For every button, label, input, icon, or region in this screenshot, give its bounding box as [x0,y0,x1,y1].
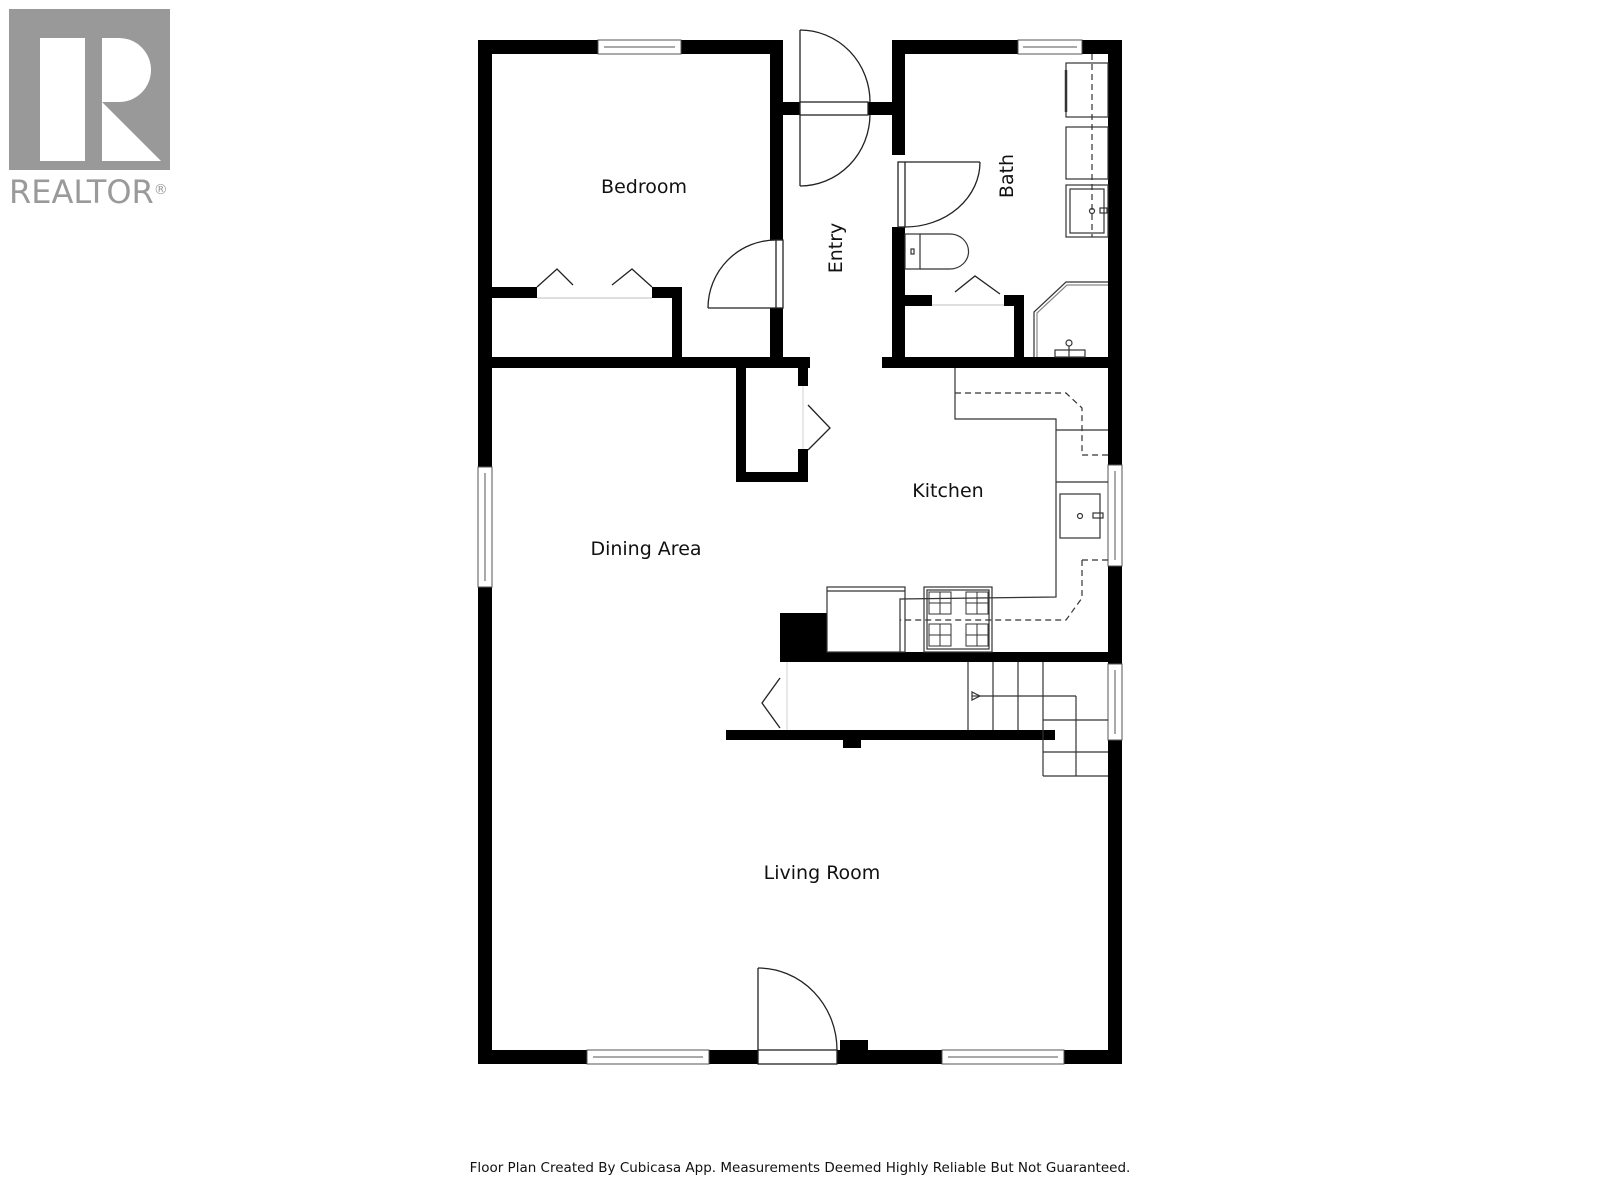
room-label-kitchen: Kitchen [912,480,983,502]
room-label-bedroom: Bedroom [601,176,687,198]
bath-fixtures [904,54,1109,358]
toilet-icon [904,233,970,270]
front-door-icon [757,967,838,1065]
stair-closet-door-icon [761,662,788,730]
entry-door-icon [799,29,871,187]
stairs [967,662,1108,777]
shower-icon [1033,281,1108,358]
bedroom-closet-door-icon [536,268,653,299]
refrigerator-icon [826,586,906,653]
walls [478,40,1122,1064]
bath-closet-door-icon [932,275,1004,306]
realtor-logo-mark [9,9,170,170]
pantry-door-icon [802,386,831,451]
doors [536,29,1004,1065]
realtor-r-icon [9,9,170,170]
room-label-dining-area: Dining Area [590,538,701,560]
bath-door-icon [897,161,981,228]
realtor-wordmark: REALTOR® [9,173,168,211]
disclaimer-caption: Floor Plan Created By Cubicasa App. Meas… [469,1160,1131,1176]
kitchen-sink-icon [1059,493,1104,539]
realtor-logo: REALTOR® [9,9,171,210]
kitchen-fixtures [826,368,1108,653]
windows [477,39,1123,1065]
room-label-bath: Bath [996,154,1018,198]
stove-icon [923,586,993,653]
room-label-entry: Entry [825,223,847,274]
room-label-living-room: Living Room [764,862,881,884]
room-labels: Bedroom Entry Bath Kitchen Dining Area L… [590,154,1018,884]
bedroom-door-icon [707,239,784,309]
